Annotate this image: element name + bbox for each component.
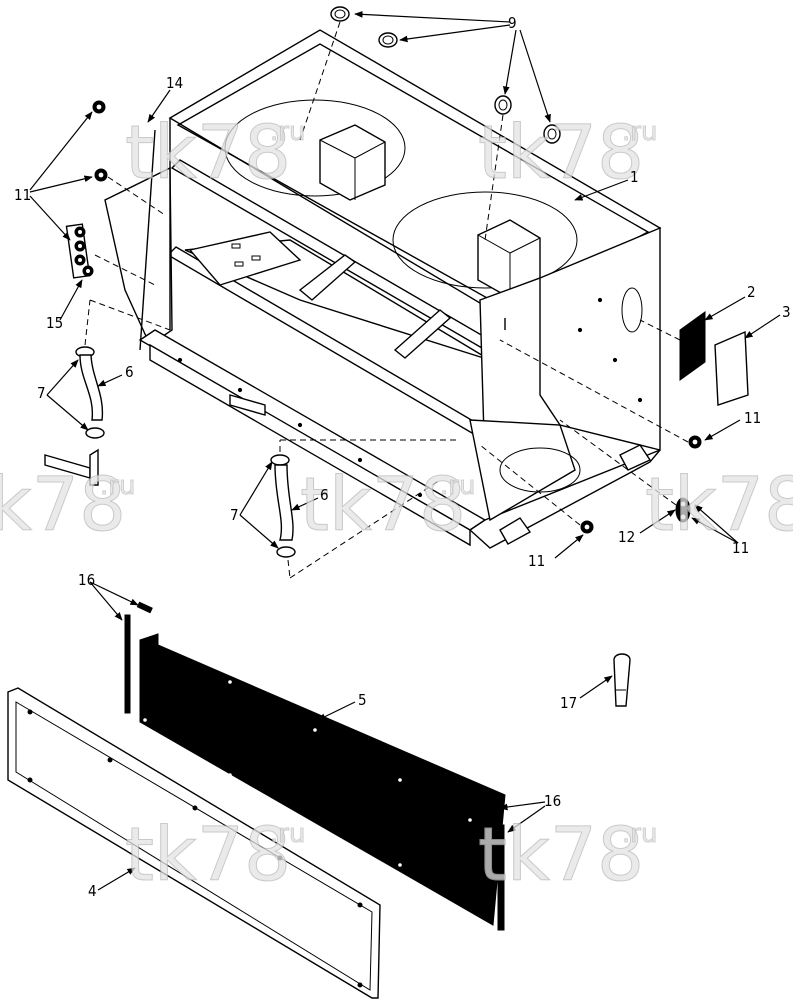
gasket-plate [679,311,706,381]
callout-11b: 11 [744,409,761,427]
watermark-suffix: .ru [270,819,305,849]
seal-ring [543,124,561,144]
callout-16a: 16 [78,571,95,589]
leader-lines [29,11,781,891]
watermarks: tk78 .ru tk78 .ru tk78 .ru tk78 .ru tk78… [0,110,793,899]
tool-key [613,653,631,707]
callout-1: 1 [630,168,639,186]
side-port [621,287,643,333]
callout-14: 14 [166,74,183,92]
seal-rings [299,6,561,241]
grommets [92,100,702,534]
callout-2: 2 [747,283,756,301]
watermark-text: tk78 [478,812,644,898]
callout-5: 5 [358,691,367,709]
callout-12: 12 [618,528,635,546]
watermark-text: tk78 [0,462,126,548]
watermark-text: tk78 [125,812,291,898]
seal-strips [124,601,505,931]
filter-screen [139,633,506,926]
callout-15: 15 [46,314,63,332]
watermark-suffix: .ru [270,117,305,147]
callout-11a: 11 [14,186,31,204]
watermark-suffix: .ru [622,117,657,147]
callout-11c: 11 [528,552,545,570]
callout-4: 4 [88,882,97,900]
callout-6b: 6 [320,486,329,504]
watermark-suffix: .ru [440,471,475,501]
watermark-text: tk78 [478,110,644,196]
drain-hose [79,354,104,421]
seal-ring [330,6,350,22]
grommet-block [65,223,156,286]
callout-7b: 7 [230,506,239,524]
callout-labels: 1 2 3 4 5 6 6 7 7 9 11 11 11 11 12 14 15… [14,14,791,900]
cover-plate [714,330,749,406]
watermark-text: tk78 [125,110,291,196]
side-plates [559,311,749,523]
callout-3: 3 [782,303,791,321]
watermark-suffix: .ru [622,819,657,849]
callout-17: 17 [560,694,577,712]
main-frame [104,29,662,549]
watermark-text: tk78 [300,462,466,548]
drain-hose [274,464,294,541]
hoses [44,299,460,579]
callout-11d: 11 [732,539,749,557]
watermark-suffix: .ru [100,471,135,501]
watermark-text: tk78 [645,462,793,548]
callout-16b: 16 [544,792,561,810]
callout-7a: 7 [37,384,46,402]
grommet-pair [675,497,691,523]
seal-ring [378,32,398,48]
filter-screen-holes [143,680,472,867]
fan-opening-right [392,191,578,289]
fan-opening-left [224,99,406,197]
front-panel [7,687,381,999]
seal-ring [494,95,512,115]
callout-9: 9 [508,14,517,32]
callout-6a: 6 [125,363,134,381]
